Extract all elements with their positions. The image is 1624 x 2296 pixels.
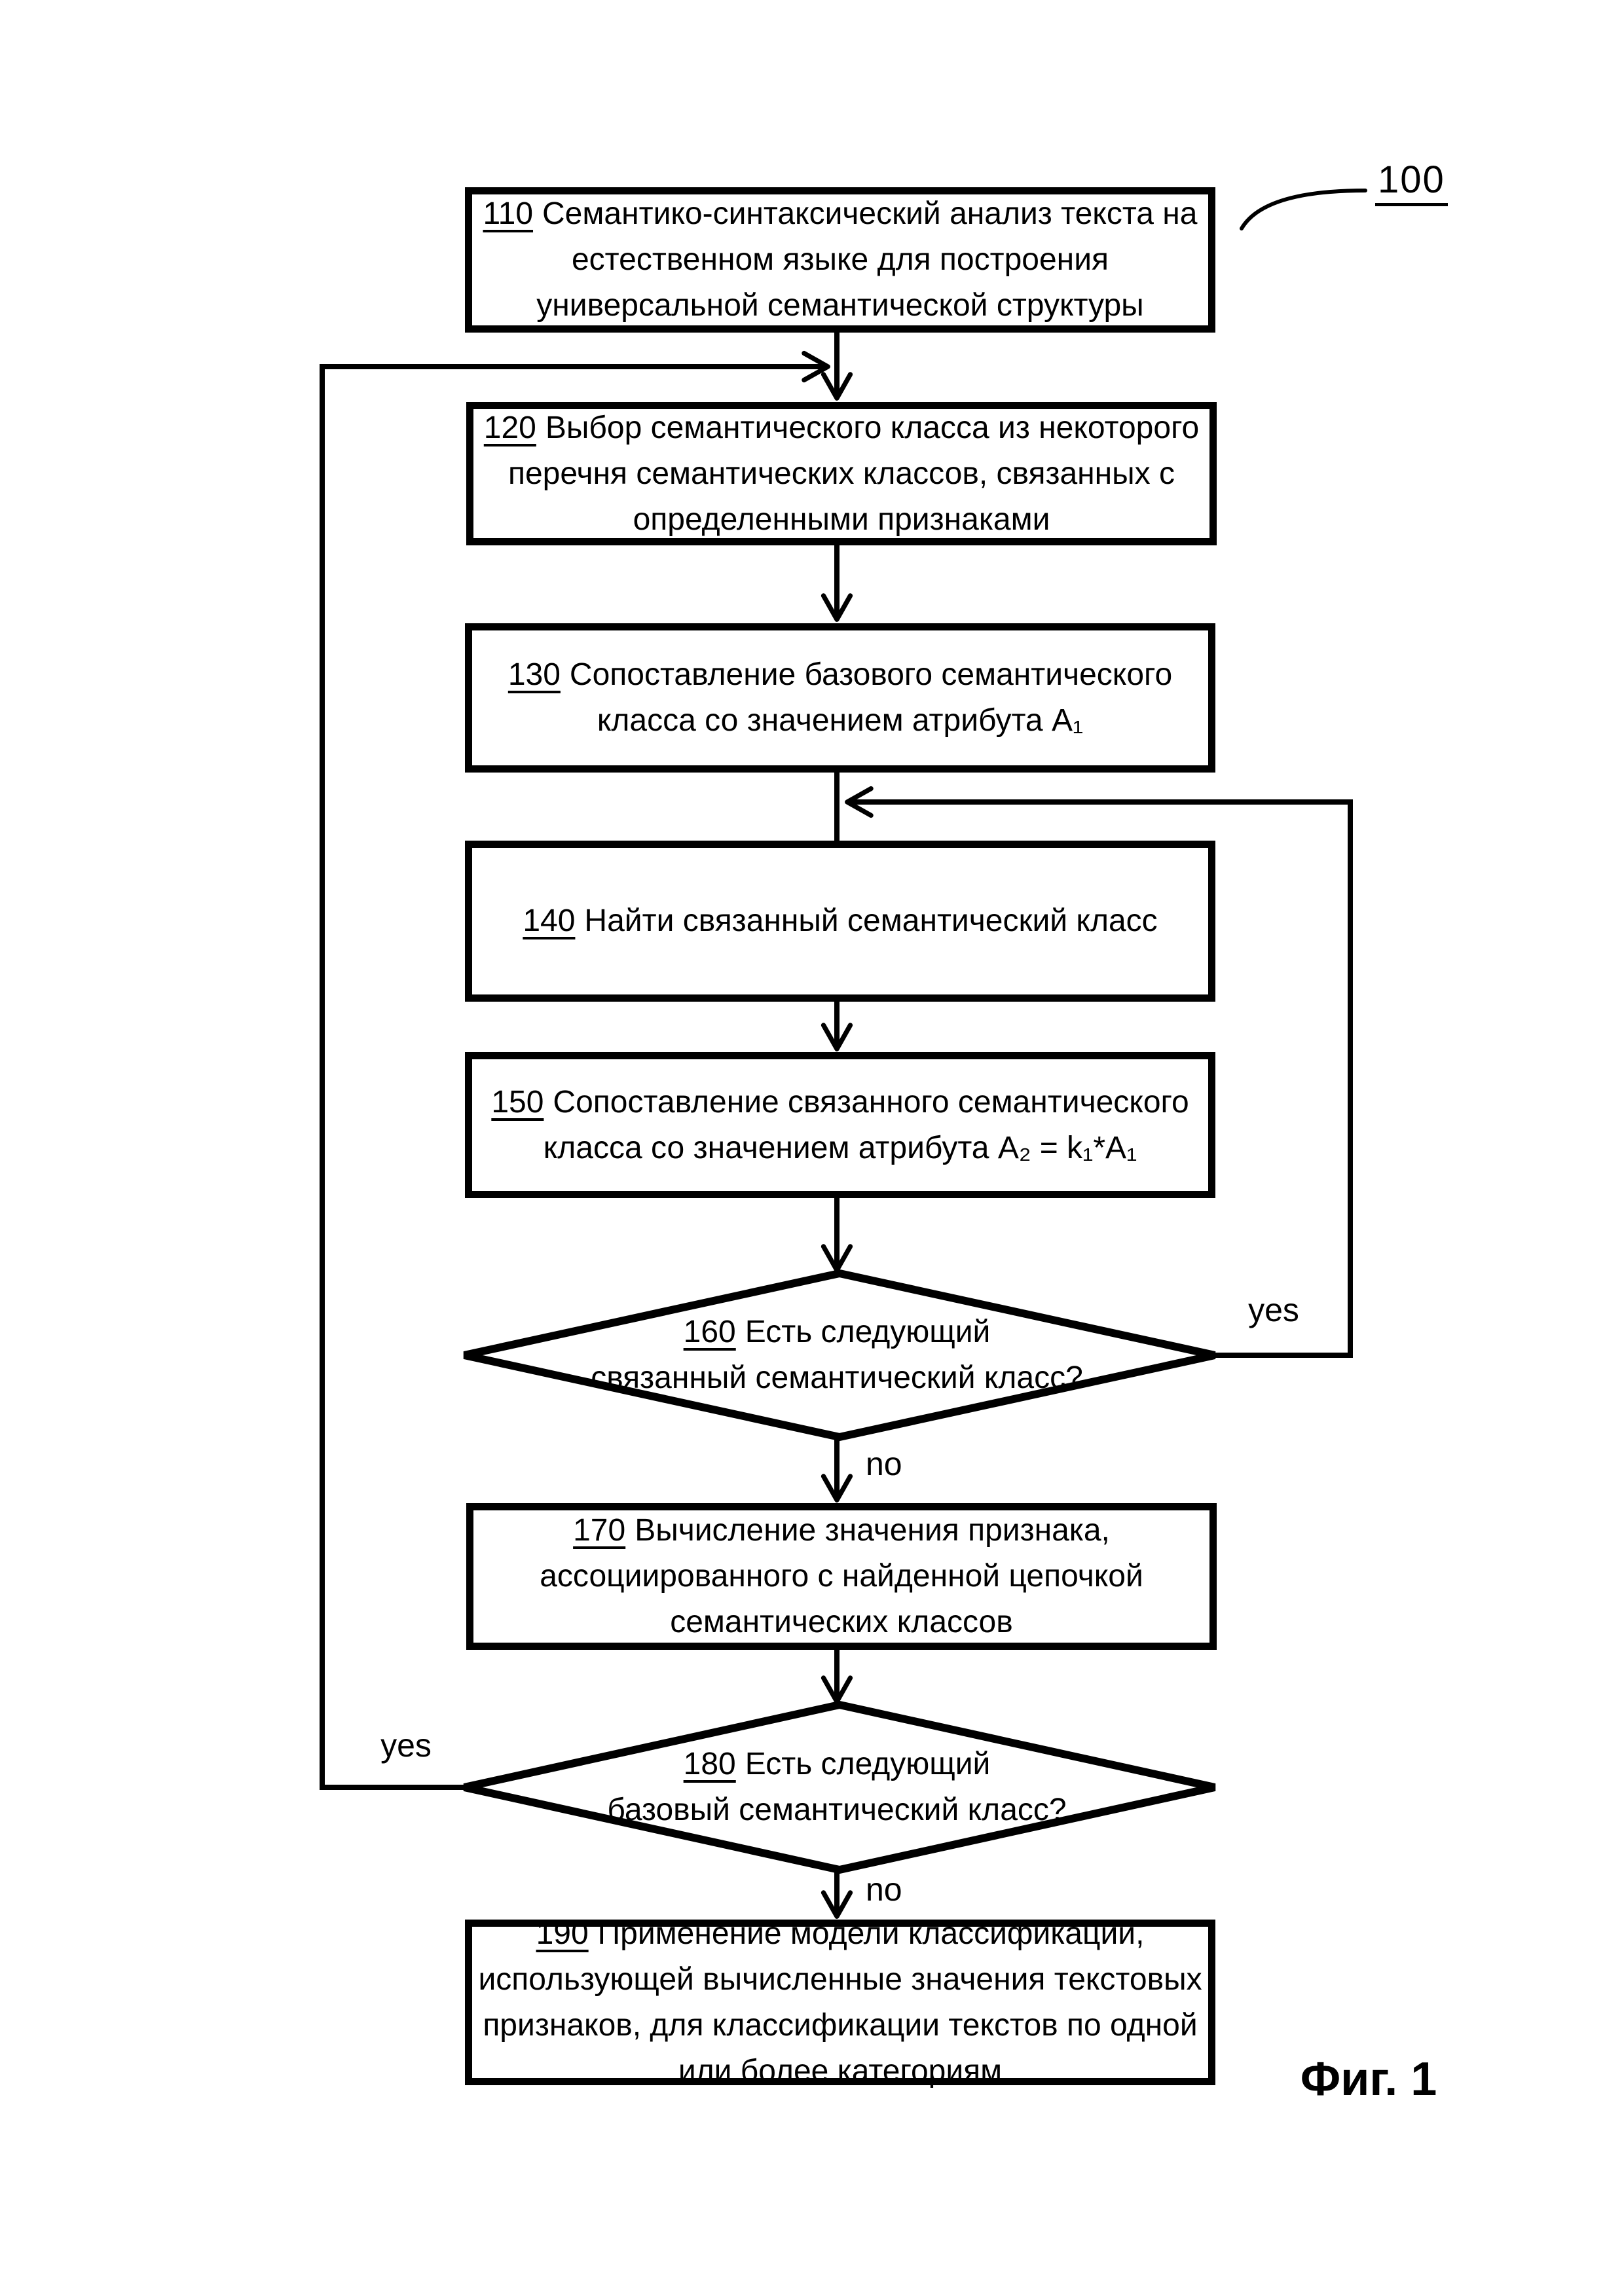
- edge-label-no-180: no: [866, 1871, 902, 1908]
- step-number-180: 180: [683, 1747, 736, 1781]
- figure-reference-label: 100: [1375, 160, 1448, 206]
- step-number-130: 130: [507, 657, 561, 692]
- step-number-170: 170: [573, 1513, 626, 1548]
- reference-leader-curve: [1240, 189, 1367, 230]
- edge-label-no-160: no: [866, 1446, 902, 1482]
- step-number-120: 120: [483, 410, 536, 445]
- step-number-110: 110: [483, 196, 534, 231]
- step-text-110: Семантико-синтаксический анализ текста н…: [536, 196, 1198, 323]
- edge-label-yes-180: yes: [380, 1727, 432, 1764]
- step-text-190: Применение модели классификации, использ…: [478, 1916, 1202, 2088]
- step-text-150: Сопоставление связанного семантического …: [543, 1084, 1189, 1165]
- step-text-140: Найти связанный семантический класс: [584, 903, 1158, 938]
- step-number-140: 140: [523, 903, 576, 938]
- step-text-120: Выбор семантического класса из некоторог…: [507, 410, 1200, 537]
- figure-caption: Фиг. 1: [1300, 2053, 1437, 2105]
- step-number-160: 160: [683, 1315, 736, 1349]
- step-number-190: 190: [536, 1916, 589, 1951]
- step-text-180: Есть следующий базовый семантический кла…: [607, 1747, 1067, 1827]
- step-text-170: Вычисление значения признака, ассоцииров…: [540, 1513, 1143, 1639]
- edge-label-yes-160: yes: [1248, 1292, 1299, 1328]
- step-text-160: Есть следующий связанный семантический к…: [591, 1315, 1083, 1395]
- step-number-150: 150: [491, 1084, 544, 1120]
- step-text-130: Сопоставление базового семантического кл…: [569, 657, 1173, 738]
